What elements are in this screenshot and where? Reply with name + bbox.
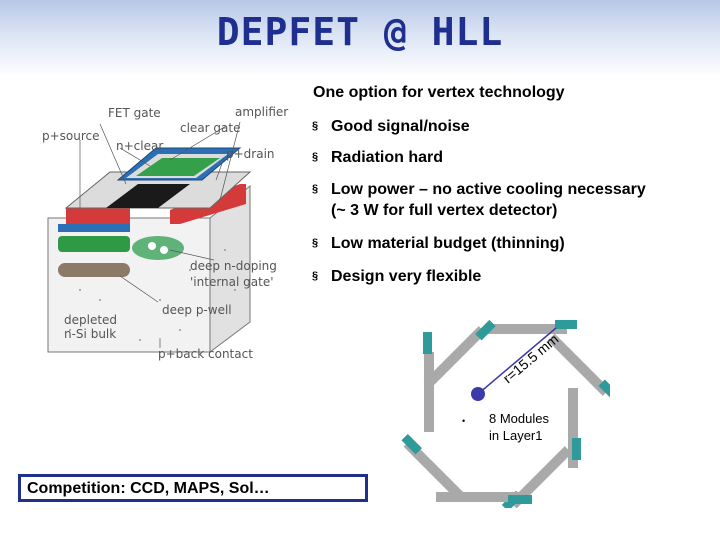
bullet-item: § Low power – no active cooling necessary… [312,179,646,221]
module [547,333,610,401]
bullet-item: § Low material budget (thinning) [312,233,565,254]
clear-gate-label: clear gate [180,121,240,135]
module [401,433,466,502]
deep-p-well-label: deep p-well [162,303,232,317]
amplifier-label: amplifier [235,105,288,119]
radius-label: r=15.5 mm [500,331,562,387]
fet-gate [106,184,190,208]
modules-label: 8 Modules in Layer1 [489,410,549,444]
depleted-label: depleted [64,313,117,327]
back-contact-label: p+back contact [158,347,253,361]
radius-line [477,327,557,395]
small-dot: • [462,416,466,426]
p-drain-label: p+drain [226,147,275,161]
bullet-text: Low material budget (thinning) [331,235,565,252]
beam-axis-dot [471,387,485,401]
module [436,492,532,504]
n-clear-region [136,158,220,176]
electron-symbol [148,242,156,250]
module [485,320,577,334]
label-leader-lines [79,121,241,348]
competition-box: Competition: CCD, MAPS, Sol… [18,474,368,502]
left-gate-strip [58,224,130,232]
n-si-bulk-label: n-Si bulk [64,327,116,341]
bullet-item: § Good signal/noise [312,116,470,137]
depfet-device-diagram: FET gate amplifier p+source clear gate n… [42,105,288,361]
module [423,319,496,389]
n-clear-label: n+clear [116,139,163,153]
bullet-marker: § [312,120,319,132]
module [423,332,434,432]
internal-gate-label: 'internal gate' [190,275,274,289]
title-band [0,0,720,78]
bullet-continuation: (~ 3 W for full vertex detector) [331,202,558,219]
layer1-modules-diagram: r=15.5 mm [401,319,610,508]
p-source-label: p+source [42,129,100,143]
internal-gate-blob [132,236,184,260]
slide-subtitle: One option for vertex technology [313,84,565,101]
competition-text: Competition: CCD, MAPS, Sol… [27,480,270,497]
bullet-text: Good signal/noise [331,118,470,135]
modules-label-line1: 8 Modules [489,411,549,426]
source-region [66,208,130,224]
bullet-text: Design very flexible [331,268,482,285]
slide-title: DEPFET @ HLL [216,10,504,54]
deep-n-doping-label: deep n-doping [190,259,277,273]
bullet-marker: § [312,183,319,195]
bullet-marker: § [312,237,319,249]
bullet-item: § Radiation hard [312,147,443,168]
bullet-marker: § [312,151,319,163]
bullet-marker: § [312,270,319,282]
deep-p-well [58,263,130,277]
left-n-region [58,236,130,252]
bullet-text: Radiation hard [331,149,444,166]
bullet-text: Low power – no active cooling necessary [331,181,646,198]
bullet-item: § Design very flexible [312,266,481,287]
module [568,388,581,468]
fet-gate-label: FET gate [108,106,161,120]
modules-label-line2: in Layer1 [489,428,543,443]
electron-symbol [160,246,168,254]
